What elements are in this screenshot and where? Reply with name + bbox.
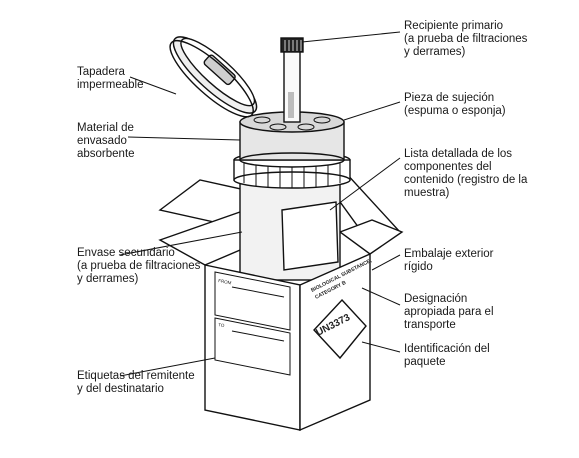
- label-package-identification: Identificación del paquete: [404, 343, 490, 368]
- label-to-text: TO: [218, 322, 225, 328]
- watertight-lid: [169, 36, 258, 118]
- label-holding-piece: Pieza de sujeción (espuma o esponja): [404, 92, 506, 117]
- label-absorbent-material: Material de envasado absorbente: [77, 122, 135, 160]
- sender-label: [214, 271, 291, 331]
- label-secondary-container: Envase secundario (a prueba de filtracio…: [77, 247, 201, 285]
- document-sheet: [281, 201, 339, 271]
- leader-lines: [119, 31, 401, 377]
- box-flap-right: [338, 219, 404, 255]
- primary-tube-cap: [280, 37, 304, 53]
- label-sender-recipient: Etiquetas del remitente y del destinatar…: [77, 370, 195, 395]
- recipient-label: [214, 317, 291, 376]
- label-outer-packaging: Embalaje exterior rígido: [404, 248, 494, 273]
- un-diamond-marking: [313, 298, 367, 360]
- label-contents-list: Lista detallada de los componentes del c…: [404, 148, 528, 199]
- label-primary-receptacle: Recipiente primario (a prueba de filtrac…: [404, 20, 528, 58]
- label-from-text: FROM: [218, 278, 232, 285]
- box-front-face: [204, 264, 301, 431]
- label-shipping-name: Designación apropiada para el transporte: [404, 293, 494, 331]
- label-watertight-lid: Tapadera impermeable: [77, 66, 144, 91]
